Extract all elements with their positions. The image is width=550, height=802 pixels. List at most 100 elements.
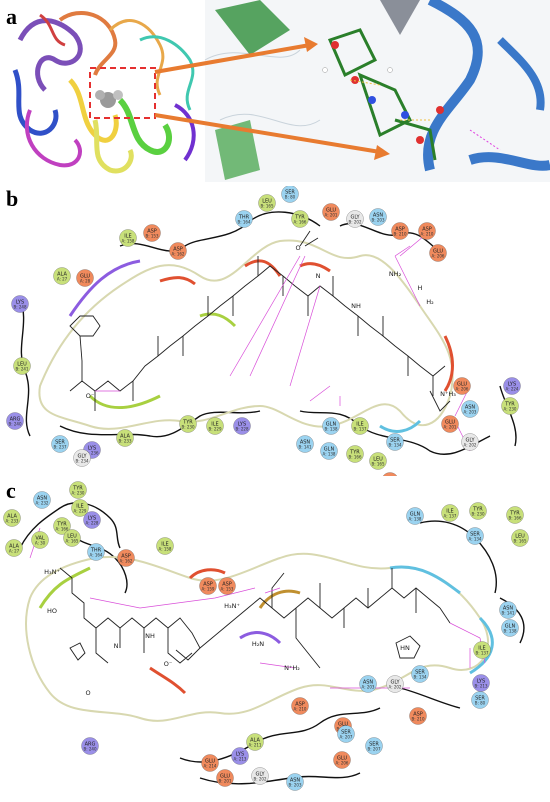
b-residue-20-circle (73, 449, 91, 467)
c-residue-12-circle (199, 577, 217, 595)
c-residue-34-name: ALA (250, 738, 260, 744)
c-residue-3-circle (83, 511, 101, 529)
c-residue-25-number: B: 80 (475, 701, 486, 706)
c-residue-6-circle (5, 539, 23, 557)
protein-ribbon-overview (0, 0, 205, 182)
c-residue-24-name: LYS (477, 679, 485, 685)
b-residue-11-circle (418, 222, 436, 240)
b-residue-34-name: ASN (465, 405, 476, 411)
c-residue-10-number: A: 162 (120, 559, 133, 564)
c-residue-22-name: ILE (478, 646, 485, 652)
c-residue-23-name: SER (415, 670, 425, 676)
c-residue-1-name: TYR (72, 486, 83, 492)
c-residue-18-name: TYR (509, 511, 520, 517)
c-residue-25-circle (471, 691, 489, 709)
b-residue-24-number: B: 228 (236, 427, 249, 432)
c-residue-38-number: B: 202 (254, 777, 267, 782)
c-residue-30-number: B: 207 (368, 747, 381, 752)
c-residue-19-number: B: 165 (514, 539, 527, 544)
c-residue-7-name: TYR (56, 522, 67, 528)
c-residue-4-circle (3, 509, 21, 527)
c-residue-26-circle (409, 707, 427, 725)
b-residue-26-circle (320, 442, 338, 460)
c-residue-35-number: A: 213 (234, 757, 247, 762)
c-residue-4-name: ALA (7, 514, 17, 520)
c-residue-6-number: A: 27 (9, 549, 20, 554)
c-residue-2-number: A: 229 (74, 509, 87, 514)
b-atom-label-7: H₂ (426, 298, 434, 306)
b-residue-30-number: B: 166 (349, 455, 362, 460)
c-residue-4-number: A: 233 (6, 519, 19, 524)
c-residue-1-number: A: 230 (72, 491, 85, 496)
b-residue-32-number: A: 201 (444, 425, 457, 430)
b-residue-15-circle (11, 295, 29, 313)
c-residue-22-number: B: 137 (476, 651, 489, 656)
panel-label-c: c (6, 478, 16, 503)
c-atom-label-3: N (114, 642, 119, 650)
b-residue-11-name: ASP (422, 227, 432, 233)
b-residue-22-name: TYR (182, 420, 193, 426)
c-residue-31-number: A: 210 (294, 707, 307, 712)
b-residue-20-name: GLY (77, 454, 87, 460)
c-residue-27-circle (359, 675, 377, 693)
panel-label-a: a (6, 4, 17, 29)
b-residue-36-circle (501, 397, 519, 415)
b-residue-35-number: A: 206 (456, 387, 469, 392)
b-residue-2-name: ASP (173, 247, 183, 253)
c-residue-30-circle (365, 737, 383, 755)
b-residue-3-circle (235, 210, 253, 228)
c-residue-36-number: A: 214 (204, 764, 217, 769)
b-residue-8-number: B: 202 (349, 220, 362, 225)
c-atom-label-6: HN (400, 644, 410, 652)
b-residue-0-circle (119, 229, 137, 247)
b-residue-7-circle (322, 203, 340, 221)
c-residue-16-number: B: 230 (472, 512, 485, 517)
b-residue-3-number: B: 164 (238, 220, 251, 225)
b-residue-20-number: B: 234 (76, 459, 89, 464)
b-residue-8-name: GLY (350, 215, 360, 221)
b-residue-6-name: TYR (294, 215, 305, 221)
c-residue-18-circle (506, 506, 524, 524)
c-residue-17-number: A: 134 (469, 537, 482, 542)
c-residue-33-number: A: 206 (336, 761, 349, 766)
b-residue-27-name: GLN (326, 422, 337, 428)
c-residue-37-number: B: 201 (219, 779, 232, 784)
c-residue-9-number: A: 164 (90, 553, 103, 558)
c-atom-label-8: N⁺H₂ (284, 664, 300, 672)
b-residue-29-circle (386, 433, 404, 451)
b-residue-23-circle (206, 417, 224, 435)
c-residue-5-number: A: 30 (35, 541, 46, 546)
b-residue-18-name: SER (55, 440, 65, 446)
selection-box (89, 67, 156, 119)
b-residue-24-circle (233, 417, 251, 435)
c-residue-1-circle (69, 481, 87, 499)
b-residue-31-number: B: 165 (372, 462, 385, 467)
pocket-outline (38, 239, 454, 433)
b-residue-13-circle (53, 267, 71, 285)
b-atom-label-2: NH (351, 302, 361, 310)
b-residue-12-circle (429, 244, 447, 262)
b-residue-6-circle (291, 210, 309, 228)
